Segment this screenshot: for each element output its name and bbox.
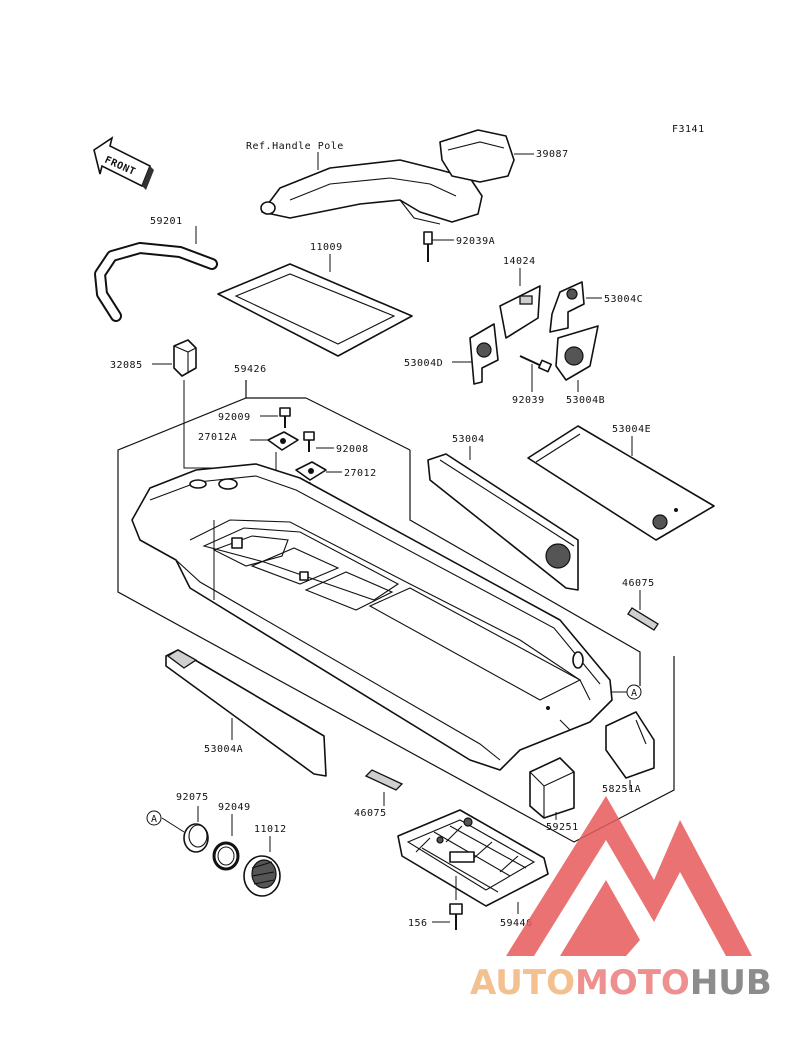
svg-text:A: A [631,688,638,699]
label-92049: 92049 [218,802,251,813]
label-59426: 59426 [234,364,267,375]
part-39087-pad [439,129,515,183]
part-53004b-cover [555,325,599,381]
part-53004d-cover [469,323,499,385]
part-53004e-cover [527,425,715,541]
part-92039a-bolt [423,231,433,262]
handle-pole [260,159,483,225]
part-53004-cover [427,453,579,591]
label-92039a: 92039A [456,236,495,247]
assembly-frame [117,380,675,843]
part-27012a-plate [267,431,299,451]
part-11012-filter [243,855,281,897]
label-53004e: 53004E [612,424,651,435]
front-arrow-icon: FRONT [93,136,154,190]
label-39087: 39087 [536,149,569,160]
part-59251-block [529,757,575,819]
label-92075: 92075 [176,792,209,803]
figure-code: F3141 [672,124,705,135]
label-156: 156 [408,918,428,929]
part-46075-strip-right [627,607,659,631]
label-92009: 92009 [218,412,251,423]
hull-body [131,463,613,771]
ref-handle-pole-label: Ref.Handle Pole [246,141,344,152]
part-11009-gasket [217,263,413,357]
part-58251a-cover [605,711,655,779]
label-59251: 59251 [546,822,579,833]
label-14024: 14024 [503,256,536,267]
label-53004b: 53004B [566,395,605,406]
part-156-bolt [449,903,463,930]
watermark-text: AUTOMOTOHUB [470,963,772,1003]
part-53004c-cover [549,281,585,333]
label-11012: 11012 [254,824,287,835]
label-53004: 53004 [452,434,485,445]
part-14024-cover [499,285,541,339]
callout-a-right: A [626,684,642,700]
part-53004a-cover [165,649,327,777]
label-92008: 92008 [336,444,369,455]
label-27012: 27012 [344,468,377,479]
part-92049-ring [212,841,240,871]
label-46075-right: 46075 [622,578,655,589]
label-92039: 92039 [512,395,545,406]
label-27012a: 27012A [198,432,237,443]
part-59446-grate [397,809,549,907]
label-59201: 59201 [150,216,183,227]
label-46075-middle: 46075 [354,808,387,819]
svg-text:A: A [151,814,158,825]
label-59446: 59446 [500,918,533,929]
part-92009-bolt [279,407,291,428]
part-92008-bolt [303,431,315,452]
label-53004a: 53004A [204,744,243,755]
part-92039-bolt [519,355,552,373]
part-59201-grip [94,242,218,322]
part-46075-strip-middle [364,769,404,791]
watermark-logo-icon [506,796,752,956]
part-92075-cap [183,823,209,853]
label-32085: 32085 [110,360,143,371]
label-11009: 11009 [310,242,343,253]
label-53004c: 53004C [604,294,643,305]
label-53004d: 53004D [404,358,443,369]
part-27012-plate [295,461,327,481]
callout-a-left: A [146,810,162,826]
part-32085-block [173,339,197,377]
label-58251a: 58251A [602,784,641,795]
